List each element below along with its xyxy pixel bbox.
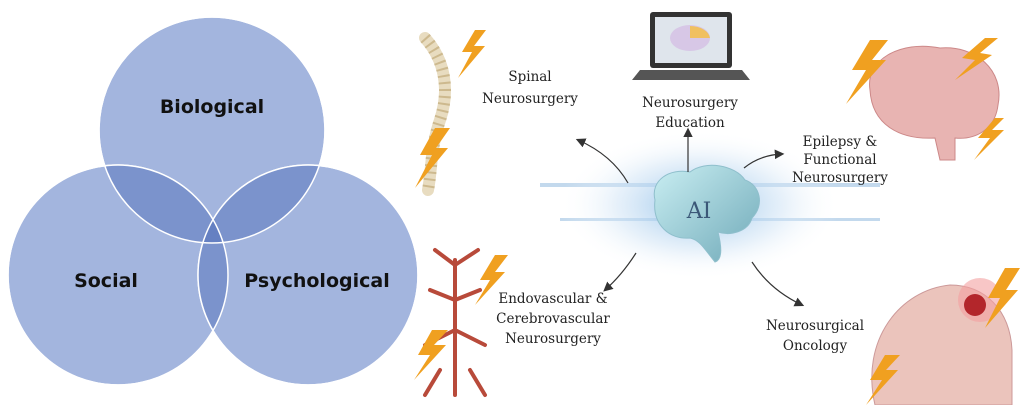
svg-text:Epilepsy &: Epilepsy & — [803, 134, 878, 150]
svg-text:Spinal: Spinal — [508, 69, 551, 85]
svg-text:Neurosurgery: Neurosurgery — [642, 95, 738, 111]
svg-text:Neurosurgery: Neurosurgery — [505, 331, 601, 347]
topic-education: Neurosurgery Education — [642, 95, 738, 131]
arrow-oncology — [751, 261, 805, 307]
lightning-icon — [475, 255, 508, 305]
arrows — [575, 127, 805, 307]
ai-label: AI — [686, 199, 712, 224]
topic-spinal: Spinal Neurosurgery — [482, 69, 578, 107]
venn-overlap-bio-psych — [198, 165, 325, 243]
svg-text:Neurosurgery: Neurosurgery — [482, 91, 578, 107]
svg-text:Cerebrovascular: Cerebrovascular — [496, 311, 610, 327]
svg-text:Neurosurgery: Neurosurgery — [792, 170, 888, 186]
venn-overlap-bio-social — [99, 165, 228, 243]
lightning-icon — [458, 30, 486, 78]
spine-illustration — [415, 30, 486, 196]
venn-label-psychological: Psychological — [244, 270, 389, 292]
brain-oncology-illustration — [866, 268, 1020, 405]
venn-diagram: Biological Social Psychological — [7, 16, 419, 386]
svg-text:Neurosurgical: Neurosurgical — [766, 318, 864, 334]
arrow-epilepsy — [743, 149, 785, 169]
arrow-spinal — [575, 138, 629, 184]
brain-epilepsy-illustration — [846, 38, 1004, 161]
topic-endovascular: Endovascular & Cerebrovascular Neurosurg… — [496, 291, 610, 347]
laptop-illustration — [632, 12, 750, 80]
venn-label-biological: Biological — [160, 96, 264, 118]
lightning-icon — [866, 355, 900, 405]
svg-text:Endovascular &: Endovascular & — [498, 291, 607, 307]
topic-epilepsy: Epilepsy & Functional Neurosurgery — [792, 134, 888, 186]
lightning-icon — [974, 118, 1004, 160]
svg-text:Functional: Functional — [803, 152, 876, 168]
tumor-icon — [964, 294, 986, 316]
lightning-icon — [846, 40, 888, 104]
arrow-endovascular — [603, 252, 637, 292]
lightning-icon — [985, 268, 1020, 328]
ai-center: AI — [540, 130, 880, 280]
lightning-icon — [415, 128, 450, 188]
svg-text:Oncology: Oncology — [783, 338, 848, 354]
vessels-illustration — [414, 248, 508, 397]
topic-oncology: Neurosurgical Oncology — [766, 318, 864, 354]
venn-label-social: Social — [74, 270, 138, 292]
svg-text:Education: Education — [655, 115, 725, 131]
lightning-icon — [955, 38, 998, 80]
lightning-icon — [414, 330, 448, 380]
brain-icon — [653, 164, 760, 263]
